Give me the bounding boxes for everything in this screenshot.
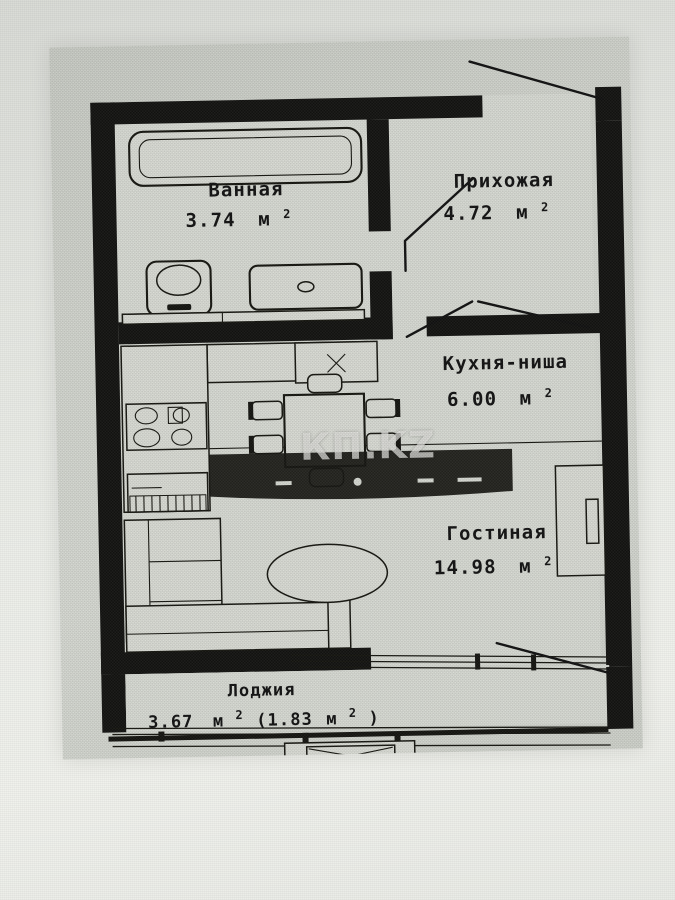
chair-back-left-a (248, 401, 254, 420)
loggia-post-b (302, 732, 309, 743)
label-loggia-unit: м (213, 711, 225, 731)
label-loggia-reduced-sup: 2 (349, 706, 358, 720)
kitchen-sink-mark-b (327, 353, 346, 373)
sofa-horizontal (125, 601, 350, 654)
label-bathroom-area-group: 3.74 м 2 (185, 207, 292, 232)
interior-partitions (118, 119, 603, 345)
leader-kitchen-left (405, 300, 474, 339)
label-loggia-reduced-close: ) (368, 708, 380, 728)
stove-icon (125, 401, 208, 451)
printed-plan-sheet: Ванная 3.74 м 2 Прихожая 4.72 м 2 Кухня- (49, 36, 643, 760)
living-room-furniture (123, 464, 607, 654)
bathroom-fixtures (121, 126, 366, 326)
coffee-table-icon (266, 543, 389, 604)
right-wall-unit-handle (585, 498, 600, 545)
stove-burner-1 (134, 407, 158, 425)
label-loggia-reduced-open: (1.83 (256, 709, 324, 730)
floor-plan-svg: Ванная 3.74 м 2 Прихожая 4.72 м 2 Кухня- (90, 60, 634, 760)
label-hallway-area-group: 4.72 м 2 (443, 200, 550, 225)
appliance-hatch (129, 494, 207, 513)
label-kitchen-name: Кухня-ниша (442, 351, 568, 375)
stove-burner-3 (172, 407, 190, 423)
bathtub-inner (138, 135, 353, 179)
kitchen-living-divider-band (209, 448, 513, 500)
toilet-bowl (155, 264, 202, 296)
dining-chair-right-b (366, 432, 398, 453)
leader-kitchen-right (476, 300, 590, 329)
label-bathroom-unit: м (258, 208, 271, 230)
label-bathroom-name: Ванная (208, 178, 284, 201)
chair-back-right-a (395, 398, 401, 418)
label-living-area: 14.98 (434, 556, 497, 579)
floor-plan: Ванная 3.74 м 2 Прихожая 4.72 м 2 Кухня- (49, 36, 643, 760)
sofa-seam-2 (149, 599, 222, 603)
exterior-walls (90, 86, 633, 733)
label-living-name: Гостиная (446, 521, 547, 545)
stove-control-panel (167, 406, 184, 424)
appliance-line (131, 487, 162, 489)
room-labels: Ванная 3.74 м 2 Прихожая 4.72 м 2 Кухня- (148, 169, 568, 733)
bathtub-icon (128, 126, 363, 187)
leader-entrance-door (468, 60, 604, 101)
label-loggia-name: Лоджия (227, 680, 295, 701)
sofa-arm-right (327, 597, 352, 650)
toilet-base (167, 303, 192, 311)
label-hallway-sup: 2 (541, 200, 550, 214)
stove-burner-4 (171, 428, 193, 446)
sofa-back-line-h (126, 629, 349, 635)
label-living-area-group: 14.98 м 2 (434, 554, 553, 579)
sofa-seam-1 (149, 559, 222, 563)
loggia-post-a (158, 731, 165, 742)
loggia-outlet-inner (305, 744, 396, 760)
label-loggia-sup: 2 (235, 708, 244, 722)
label-living-unit: м (519, 555, 532, 577)
chair-back-left-b (248, 435, 255, 454)
label-bathroom-area: 3.74 (185, 209, 236, 232)
floor-fill (96, 93, 602, 673)
label-living-sup: 2 (544, 554, 553, 568)
label-kitchen-area-group: 6.00 м 2 (447, 386, 554, 411)
loggia-glazing-top (290, 654, 610, 670)
label-loggia-area: 3.67 (148, 712, 194, 733)
dining-chair-top (306, 373, 343, 394)
dining-chair-right-a (365, 398, 398, 419)
stove-burner-2 (133, 428, 161, 448)
chair-back-right-b (395, 432, 402, 452)
leader-loggia (495, 641, 611, 675)
label-kitchen-area: 6.00 (447, 388, 498, 411)
washbasin-drain (297, 280, 315, 293)
label-hallway-area: 4.72 (443, 202, 494, 225)
label-bathroom-sup: 2 (283, 207, 292, 221)
bathroom-cabinet-seam (121, 311, 224, 325)
label-loggia-area-group: 3.67 м 2 (1.83 м 2 ) (148, 701, 380, 732)
loggia-area (108, 653, 634, 760)
leader-hallway-door (403, 178, 474, 273)
leader-lines (403, 60, 611, 675)
kitchen-fixtures (120, 340, 602, 514)
label-loggia-reduced-unit: м (326, 709, 338, 729)
label-hallway-name: Прихожая (454, 169, 555, 193)
label-kitchen-unit: м (519, 387, 532, 409)
right-wall-unit (554, 464, 607, 577)
dining-chair-left-a (251, 400, 284, 421)
divider-band-shape (209, 448, 513, 500)
loggia-mullion-b (530, 654, 537, 671)
label-hallway-unit: м (516, 201, 529, 223)
label-kitchen-sup: 2 (545, 386, 554, 400)
dining-chair-left-b (252, 434, 284, 455)
loggia-mullion-a (474, 653, 481, 670)
